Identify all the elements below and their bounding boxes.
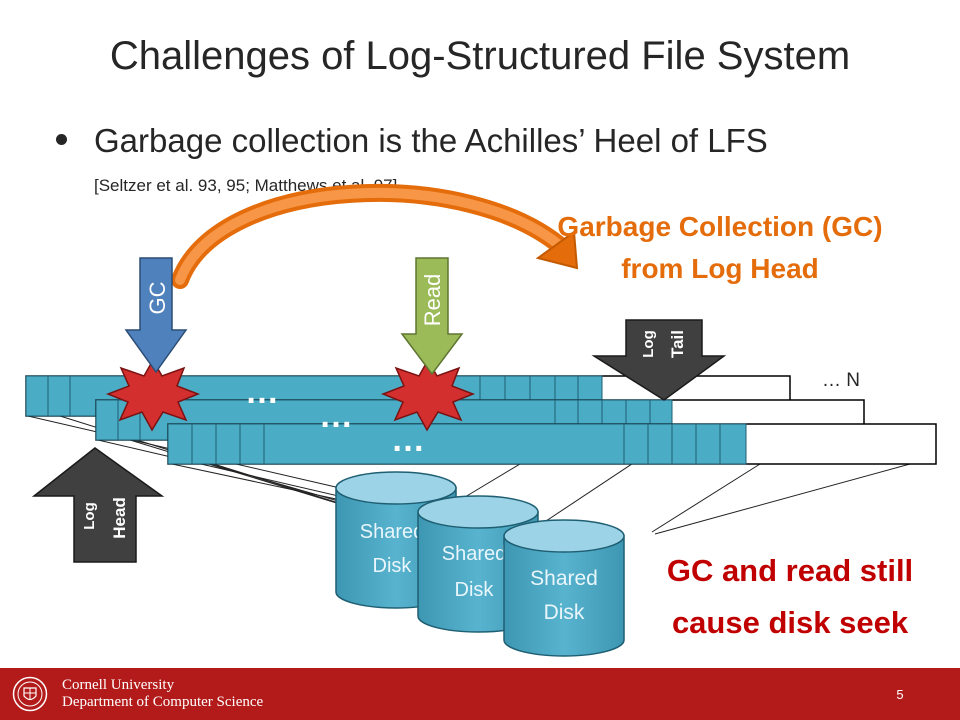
gc-caption-line-2: from Log Head	[621, 253, 819, 284]
log-head-label-1: Log	[81, 502, 98, 530]
gc-arrow: GC	[124, 257, 188, 374]
disk-2-label-1: Shared	[442, 543, 507, 565]
conclusion-line-2: cause disk seek	[671, 605, 909, 640]
page-number: 5	[896, 687, 904, 702]
shared-disk-3: Shared Disk	[503, 519, 625, 657]
university-name: Cornell University	[62, 677, 175, 693]
row-1-ellipsis: …	[245, 373, 279, 411]
log-head-arrow: Log Head	[31, 447, 165, 563]
disk-3-label-2: Disk	[544, 601, 585, 624]
cornell-seal-icon	[12, 676, 48, 712]
gc-arrow-label: GC	[145, 281, 170, 314]
read-arrow-label: Read	[420, 274, 445, 327]
curved-gc-arrow	[171, 184, 579, 289]
log-tail-label-1: Log	[640, 330, 657, 358]
disk-1-label-2: Disk	[373, 555, 413, 577]
conclusion-text: GC and read still cause disk seek	[630, 545, 950, 649]
read-arrow: Read	[400, 257, 464, 376]
row-3-ellipsis: …	[391, 421, 425, 459]
disk-3-label-1: Shared	[530, 567, 598, 590]
slide-title: Challenges of Log-Structured File System	[109, 34, 851, 78]
lfs-diagram: … … … … N GC Read Log Tail Log Head Shar…	[25, 184, 937, 657]
bullet-text: Garbage collection is the Achilles’ Heel…	[94, 122, 768, 159]
disk-2-label-2: Disk	[455, 579, 495, 601]
gc-caption-line-1: Garbage Collection (GC)	[557, 211, 883, 242]
last-log-label: … N	[822, 370, 860, 391]
read-burst-icon	[380, 358, 476, 432]
log-head-label-2: Head	[110, 497, 129, 539]
footer-bar	[0, 668, 960, 720]
conclusion-line-1: GC and read still	[666, 553, 914, 588]
log-tail-arrow: Log Tail	[591, 319, 727, 401]
row-2-ellipsis: …	[319, 397, 353, 435]
department-name: Department of Computer Science	[62, 694, 264, 710]
gc-caption: Garbage Collection (GC) from Log Head	[510, 206, 930, 290]
gc-burst-icon	[105, 358, 201, 432]
bullet-dot	[56, 134, 67, 145]
log-row-3	[167, 423, 937, 465]
disk-1-label-1: Shared	[360, 521, 425, 543]
log-tail-label-2: Tail	[668, 330, 687, 358]
